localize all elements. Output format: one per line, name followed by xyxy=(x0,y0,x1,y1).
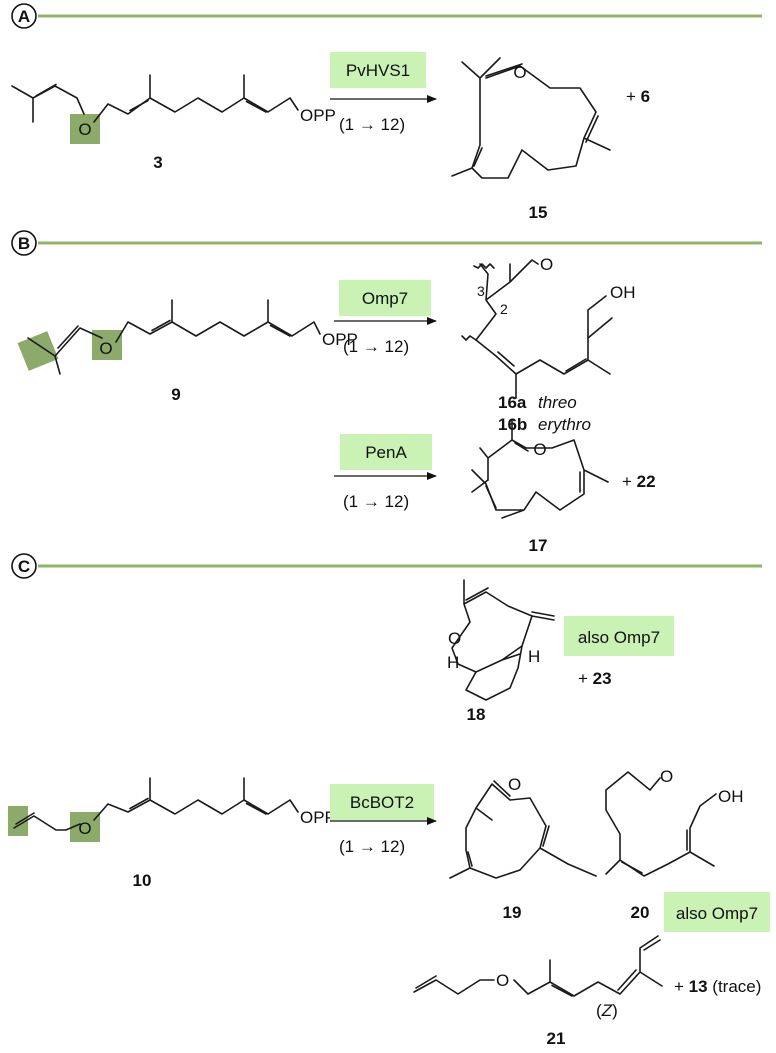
svg-text:O: O xyxy=(540,255,553,274)
plus-13-trace: + 13 (trace) xyxy=(674,977,761,996)
svg-text:O: O xyxy=(78,120,91,139)
compound-10-structure: O OPP 10 xyxy=(8,777,336,890)
enzyme-box-pvhvs1 xyxy=(330,52,426,88)
section-a-badge: A xyxy=(11,3,37,29)
svg-text:3: 3 xyxy=(153,153,162,172)
compound-21-structure: O (Z) 21 xyxy=(413,935,663,1048)
svg-text:3: 3 xyxy=(477,283,485,299)
section-b: B O OPP 9 Omp7 (1 → 12) xyxy=(11,230,762,555)
compound-15-structure: O 15 xyxy=(451,57,611,222)
svg-text:(1 → 12): (1 → 12) xyxy=(339,115,405,134)
compound-19-structure: O 19 xyxy=(449,775,597,922)
enzyme-box-pena xyxy=(340,434,432,470)
compound-20-structure: O OH 20 xyxy=(605,767,744,922)
svg-text:(1 → 12): (1 → 12) xyxy=(339,837,405,856)
svg-text:20: 20 xyxy=(631,903,650,922)
svg-text:B: B xyxy=(18,234,30,253)
svg-text:Omp7: Omp7 xyxy=(362,289,408,308)
svg-text:15: 15 xyxy=(529,203,548,222)
svg-text:BcBOT2: BcBOT2 xyxy=(350,793,414,812)
reaction-arrow-a: PvHVS1 (1 → 12) xyxy=(330,52,437,134)
svg-text:erythro: erythro xyxy=(538,415,591,434)
svg-text:O: O xyxy=(496,971,509,990)
z-label: (Z) xyxy=(596,1001,618,1020)
plus-23: + 23 xyxy=(578,669,612,688)
svg-text:O: O xyxy=(508,775,521,794)
section-a: A O OPP 3 PvHVS1 (1 → 12) O xyxy=(11,3,762,222)
svg-text:also Omp7: also Omp7 xyxy=(676,904,758,923)
section-b-badge: B xyxy=(11,230,37,256)
svg-text:H: H xyxy=(528,647,540,666)
svg-text:16a: 16a xyxy=(498,393,527,412)
svg-text:O: O xyxy=(533,440,546,459)
compound-3-structure: O OPP 3 xyxy=(11,74,336,172)
reaction-arrow-b1: Omp7 (1 → 12) xyxy=(334,280,437,356)
svg-text:O: O xyxy=(660,767,673,786)
svg-text:OPP: OPP xyxy=(300,808,336,827)
svg-text:(1 → 12): (1 → 12) xyxy=(343,337,409,356)
compound-9-structure: O OPP 9 xyxy=(17,299,358,404)
svg-text:O: O xyxy=(99,339,112,358)
svg-text:O: O xyxy=(448,629,461,648)
svg-text:PvHVS1: PvHVS1 xyxy=(346,61,410,80)
vinyl-highlight xyxy=(8,806,28,836)
svg-text:19: 19 xyxy=(503,903,522,922)
plus-22: + 22 xyxy=(622,472,656,491)
svg-text:21: 21 xyxy=(547,1029,566,1048)
svg-text:17: 17 xyxy=(529,536,548,555)
svg-text:threo: threo xyxy=(538,393,577,412)
compound-16-structure: O OH 3 2 16a threo 16b erythro xyxy=(461,255,636,434)
svg-text:OH: OH xyxy=(718,787,744,806)
plus-6: + 6 xyxy=(626,87,650,106)
svg-text:OPP: OPP xyxy=(300,106,336,125)
svg-text:PenA: PenA xyxy=(365,443,407,462)
svg-text:C: C xyxy=(18,557,30,576)
alkene-highlight xyxy=(17,331,59,371)
also-omp7-box-1 xyxy=(564,616,674,656)
svg-text:A: A xyxy=(18,7,30,26)
svg-text:OH: OH xyxy=(610,283,636,302)
svg-text:also Omp7: also Omp7 xyxy=(578,628,660,647)
section-c-badge: C xyxy=(11,553,37,579)
svg-text:OPP: OPP xyxy=(322,330,358,349)
ether-oxygen-highlight xyxy=(70,114,100,144)
also-omp7-box-2 xyxy=(664,892,770,932)
section-c: C O H H 18 also Omp7 + 23 O OP xyxy=(8,553,770,1048)
reaction-arrow-c: BcBOT2 (1 → 12) xyxy=(330,784,437,856)
svg-text:2: 2 xyxy=(500,301,508,317)
svg-text:(1 → 12): (1 → 12) xyxy=(343,492,409,511)
svg-text:9: 9 xyxy=(171,385,180,404)
reaction-arrow-b2: PenA (1 → 12) xyxy=(334,434,437,511)
compound-18-structure: O H H 18 xyxy=(447,579,555,724)
svg-text:O: O xyxy=(513,63,526,82)
enzyme-box-omp7 xyxy=(339,280,431,316)
svg-text:18: 18 xyxy=(467,705,486,724)
enzyme-box-bcbot2 xyxy=(330,784,434,820)
svg-text:10: 10 xyxy=(133,871,152,890)
svg-text:H: H xyxy=(447,653,459,672)
compound-17-structure: O 17 xyxy=(471,419,609,555)
svg-text:O: O xyxy=(78,819,91,838)
